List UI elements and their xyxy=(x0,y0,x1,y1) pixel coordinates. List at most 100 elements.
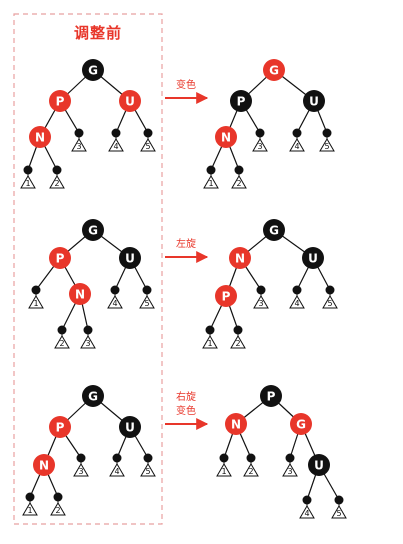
row2-after-subtree-label: 4 xyxy=(294,299,299,308)
row2-before-subtree-triangle xyxy=(54,335,70,349)
row1-after-nil-node xyxy=(206,165,216,175)
row2-before-node-U xyxy=(119,247,141,269)
row2-after-nil-node xyxy=(325,285,335,295)
row3-after-subtree-label: 2 xyxy=(248,467,253,476)
row1-before-node-U xyxy=(119,90,141,112)
row2-before-nil-node xyxy=(31,285,41,295)
row2-after-node-P xyxy=(215,285,237,307)
row1-after-node-G xyxy=(263,59,285,81)
row1-before-subtree-triangle xyxy=(108,138,124,152)
row3-after-node-label-N: N xyxy=(231,418,241,432)
row1-after-subtree-triangle xyxy=(319,138,335,152)
row3-after-nil-node xyxy=(334,495,344,505)
row3-before-nil-node xyxy=(112,453,122,463)
row3-before-node-label-U: U xyxy=(125,421,135,435)
row1-before-subtree-label: 2 xyxy=(54,179,59,188)
row3-before-subtree-label: 5 xyxy=(145,467,150,476)
row1-before-nil-node xyxy=(111,128,121,138)
row1-before-nil-node xyxy=(143,128,153,138)
row2-after-node-label-U: U xyxy=(308,252,318,266)
row3-after-nil-node xyxy=(219,453,229,463)
row1-before-nil-node xyxy=(23,165,33,175)
row2-after-subtree-label: 5 xyxy=(327,299,332,308)
row2-before-node-N xyxy=(69,283,91,305)
row3-before-node-P xyxy=(49,416,71,438)
row2-after-node-label-P: P xyxy=(222,290,231,304)
row2-before-nil-node xyxy=(83,325,93,335)
row2-before-node-label-P: P xyxy=(56,252,65,266)
row2-after-subtree-triangle xyxy=(322,295,338,309)
row2-before-subtree-triangle xyxy=(107,295,123,309)
row1-after-node-label-U: U xyxy=(309,95,319,109)
row3-operation-label: 变色 xyxy=(176,404,196,417)
row3-before-node-G xyxy=(82,385,104,407)
row1-before-subtree-label: 4 xyxy=(113,142,118,151)
row3-after-subtree-triangle xyxy=(331,505,347,519)
row3-before-node-label-G: G xyxy=(88,390,98,404)
row2-after-node-label-N: N xyxy=(235,252,245,266)
row2-after-node-label-G: G xyxy=(269,224,279,238)
row1-after-node-N xyxy=(215,126,237,148)
row1-after-subtree-triangle xyxy=(252,138,268,152)
row2-after-subtree-label: 2 xyxy=(235,339,240,348)
row3-before-subtree-triangle xyxy=(73,463,89,477)
row3-after-subtree-label: 5 xyxy=(336,509,341,518)
row3-before-subtree-triangle xyxy=(22,502,38,516)
row3-after-subtree-label: 4 xyxy=(304,509,309,518)
row2-after-nil-node xyxy=(256,285,266,295)
row1-before-nil-node xyxy=(74,128,84,138)
row1-after-node-P xyxy=(230,90,252,112)
row1-after-subtree-triangle xyxy=(203,175,219,189)
row1-after-subtree-triangle xyxy=(289,138,305,152)
row3-after-subtree-triangle xyxy=(216,463,232,477)
row3-after-node-G xyxy=(290,413,312,435)
row1-before-subtree-label: 5 xyxy=(145,142,150,151)
row1-before-subtree-label: 3 xyxy=(76,142,81,151)
row2-after-subtree-label: 1 xyxy=(207,339,212,348)
row1-before-nil-node xyxy=(52,165,62,175)
row3-after-nil-node xyxy=(302,495,312,505)
row1-before-node-G xyxy=(82,59,104,81)
row1-before-subtree-triangle xyxy=(20,175,36,189)
row3-before-subtree-label: 2 xyxy=(55,506,60,515)
row3-operation-label: 右旋 xyxy=(176,390,196,403)
row2-before-subtree-label: 2 xyxy=(59,339,64,348)
row1-after-node-U xyxy=(303,90,325,112)
row1-before-subtree-triangle xyxy=(49,175,65,189)
before-box-title: 调整前 xyxy=(73,24,122,42)
row1-before-node-label-P: P xyxy=(56,95,65,109)
row1-after-nil-node xyxy=(292,128,302,138)
row2-after-node-N xyxy=(229,247,251,269)
row1-after-subtree-label: 5 xyxy=(324,142,329,151)
row2-before-nil-node xyxy=(57,325,67,335)
row2-after-node-U xyxy=(302,247,324,269)
row3-after-node-label-P: P xyxy=(267,390,276,404)
row3-after-subtree-triangle xyxy=(299,505,315,519)
row2-before-nil-node xyxy=(142,285,152,295)
row3-before-node-label-N: N xyxy=(39,459,49,473)
row2-after-nil-node xyxy=(205,325,215,335)
row1-before-node-label-N: N xyxy=(35,131,45,145)
row2-after-node-G xyxy=(263,219,285,241)
row3-after-node-label-G: G xyxy=(296,418,306,432)
row3-before-subtree-triangle xyxy=(109,463,125,477)
row1-before-node-label-G: G xyxy=(88,64,98,78)
row3-after-subtree-label: 3 xyxy=(287,467,292,476)
row3-before-nil-node xyxy=(25,492,35,502)
row1-before-subtree-triangle xyxy=(140,138,156,152)
row3-after-nil-node xyxy=(246,453,256,463)
row3-before-subtree-label: 1 xyxy=(27,506,32,515)
row3-before-subtree-triangle xyxy=(140,463,156,477)
row3-after-node-P xyxy=(260,385,282,407)
row2-before-subtree-label: 5 xyxy=(144,299,149,308)
row3-after-node-N xyxy=(225,413,247,435)
row3-before-nil-node xyxy=(76,453,86,463)
row2-after-nil-node xyxy=(233,325,243,335)
row2-before-node-P xyxy=(49,247,71,269)
row1-after-subtree-label: 2 xyxy=(236,179,241,188)
row2-after-nil-node xyxy=(292,285,302,295)
